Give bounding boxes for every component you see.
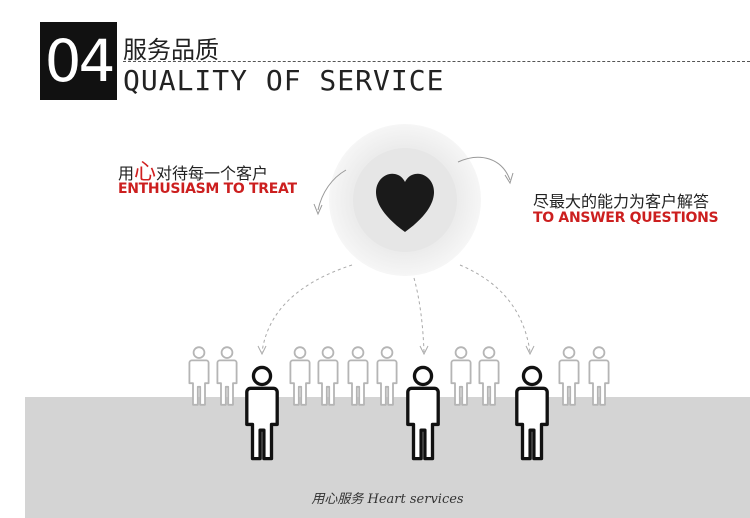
heart-icon	[376, 173, 434, 232]
section-title-en: QUALITY OF SERVICE	[123, 64, 445, 97]
person-icon	[406, 365, 440, 461]
dashed-arrow-2	[413, 277, 425, 353]
person-icon	[245, 365, 279, 461]
right-text-cn: 尽最大的能力为客户解答	[533, 192, 710, 211]
arrow-right	[457, 156, 511, 181]
dashed-arrow-1	[261, 264, 353, 353]
title-divider	[123, 61, 750, 62]
dashed-arrow-3	[459, 264, 531, 353]
left-text-en: ENTHUSIASM TO TREAT	[118, 181, 297, 197]
section-title-cn: 服务品质	[123, 36, 219, 64]
right-text-en: TO ANSWER QUESTIONS	[533, 210, 719, 226]
caption: 用心服务 Heart services	[311, 492, 464, 507]
section-number: 04	[40, 22, 117, 100]
person-icon	[515, 365, 549, 461]
ground-band	[25, 397, 750, 518]
left-text-cn: 用心对待每一个客户	[118, 160, 269, 185]
arrow-left	[317, 169, 347, 211]
